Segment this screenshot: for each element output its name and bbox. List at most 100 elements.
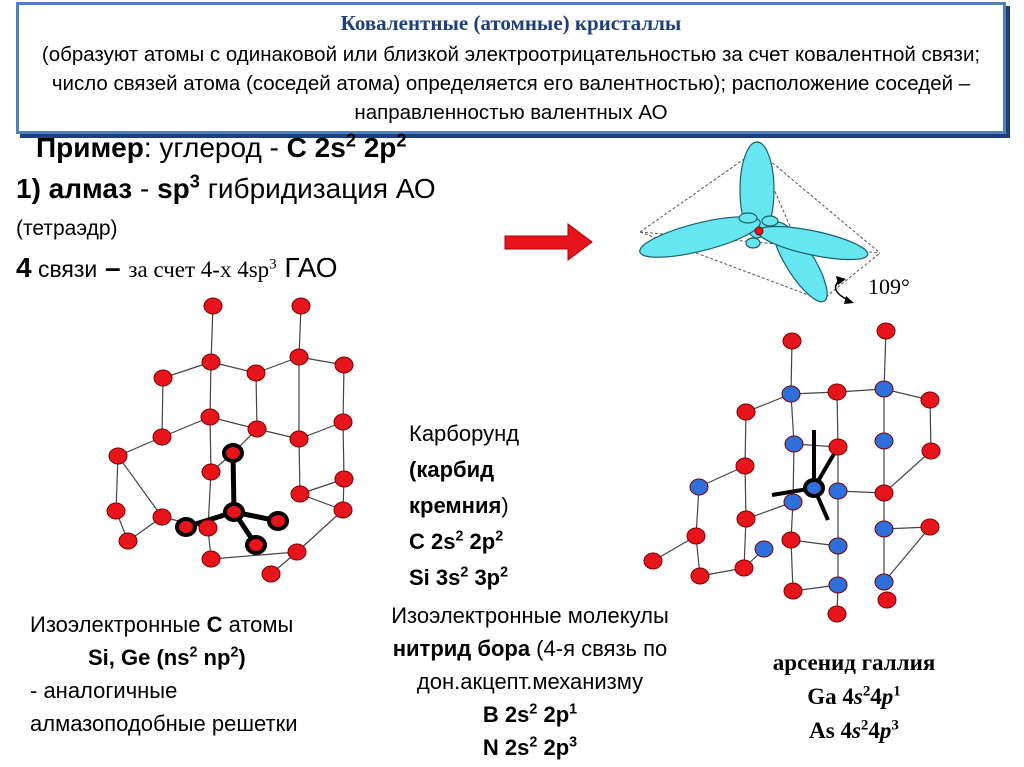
atom [784,435,804,453]
atom [781,385,801,403]
gaas-name: арсенид галлия [772,650,936,675]
atom [874,573,894,591]
atom [153,369,173,387]
bonds-line: 4 связи – за счет 4-х 4sp3 ГАО [16,252,338,284]
tetrahedron-orbitals-icon [639,141,881,304]
atom [690,567,710,585]
angle-label: 109° [868,274,910,299]
atom [201,463,221,481]
iso-molecules-b: B 2s2 2p1 [482,701,578,727]
atom [828,537,848,555]
atom [874,380,894,398]
carborundum-c: C 2s2 2p2 [409,528,504,554]
carborundum-sub1: (карбид [409,457,495,482]
atom [736,403,756,421]
atom [783,582,803,600]
atom [735,457,755,475]
iso-atoms-line4: алмазоподобные решетки [30,711,298,736]
atom [247,420,267,438]
atom [754,540,774,558]
diamond-dash: - [132,173,158,204]
atom [686,527,706,545]
diamond-lattice-icon [106,297,354,583]
atom [782,332,802,350]
bonds-text: связи [31,256,98,282]
atom [223,502,245,522]
carborundum-name: Карборунд [409,421,520,446]
atom [689,478,709,496]
atom [827,383,847,401]
atom [261,565,281,583]
gaas-lattice-icon [643,322,941,623]
atom [876,322,896,340]
example-label: Пример [36,132,144,163]
atom [201,353,221,371]
atom [920,391,940,409]
atom [334,470,354,488]
atom [245,535,267,555]
iso-molecules-line1: Изоэлектронные молекулы [391,603,669,628]
atom [734,559,754,577]
atom [827,605,847,623]
atom [246,364,266,382]
carborundum-block: Карборунд (карбид кремния) C 2s2 2p2 Si … [409,416,519,596]
example-formula: C 2s2 2p2 [286,130,407,163]
iso-atoms-block: Изоэлектронные C атомы Si, Ge (ns2 np2) … [30,608,350,740]
header-box: Ковалентные (атомные) кристаллы (образую… [16,2,1006,134]
iso-molecules-block: Изоэлектронные молекулы нитрид бора (4-я… [362,599,698,764]
diamond-shape: (тетраэдр) [16,217,118,240]
atom [152,508,172,526]
atom [333,501,353,519]
carborundum-si: Si 3s2 3p2 [409,564,509,590]
gaas-as: As 4s24p3 [809,717,899,743]
iso-atoms-line3: - аналогичные [30,678,178,703]
bonds-end: ГАО [276,252,338,283]
arrow-icon [504,223,593,261]
gaas-block: арсенид галлия Ga 4s24p1 As 4s24p3 [738,646,970,748]
bonds-num: 4 [16,252,32,283]
atom [828,576,848,594]
atom [877,591,897,609]
atom [108,447,128,465]
example-sep: : углерод - [143,132,287,163]
atom [106,502,126,520]
bonds-rest: за счет 4-х 4sp3 [128,256,277,282]
atom [203,297,223,315]
atom [736,510,756,528]
iso-molecules-line3: дон.акцепт.механизму [416,669,644,694]
atom [828,482,848,500]
iso-molecules-n: N 2s2 2p3 [482,734,578,760]
atom [333,413,353,431]
atom [921,442,941,460]
atom [289,430,309,448]
iso-atoms-line2: Si, Ge (ns2 np2) [88,644,246,670]
iso-molecules-line2: нитрид бора (4-я связь по [392,636,668,661]
atom [874,520,894,538]
atom [783,493,803,511]
header-description: (образуют атомы с одинаковой или близкой… [41,43,981,124]
atom [152,428,172,446]
atom [643,552,663,570]
carborundum-sub2: кремния) [409,493,509,518]
atom [175,517,197,537]
atom [289,348,309,366]
atom [920,518,940,536]
atom [198,519,218,537]
atom [222,443,244,463]
atom [290,485,310,503]
atom [781,531,801,549]
atom [267,511,289,531]
atom [874,484,894,502]
atom [874,432,894,450]
diamond-sp: sp3 [157,171,200,204]
diamond-line: 1) алмаз - sp3 гибридизация АО [16,173,436,205]
atom [287,543,307,561]
header-title: Ковалентные (атомные) кристаллы [340,11,682,35]
gaas-ga: Ga 4s24p1 [807,683,901,709]
example-line: Пример: углерод - C 2s2 2p2 [36,132,407,164]
atom [803,478,825,498]
atom [334,356,354,374]
atom [201,550,221,568]
bonds-dash: – [97,252,129,283]
